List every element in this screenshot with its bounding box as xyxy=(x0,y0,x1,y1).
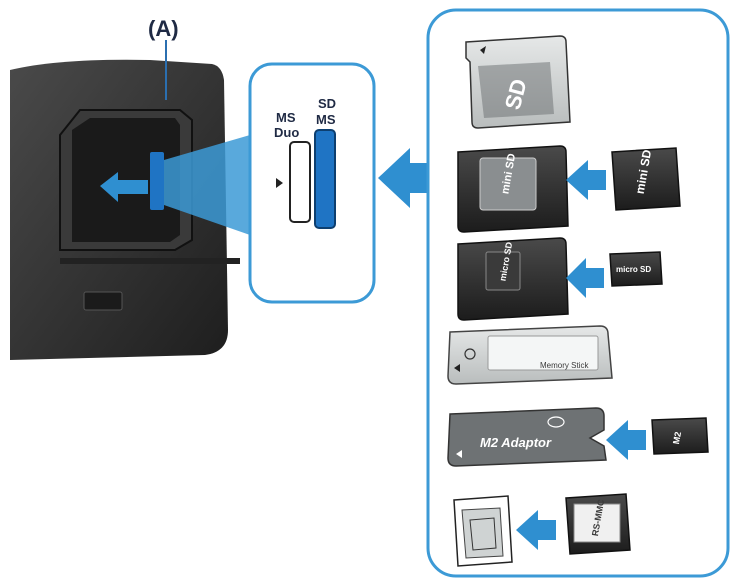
slot-label-sd: SD xyxy=(318,96,336,111)
rs-mmc-card: RS-MMC xyxy=(565,493,631,555)
printer-port xyxy=(83,291,123,311)
minisd-adapter-card: mini SD xyxy=(457,145,569,233)
rs-mmc-arrow-icon xyxy=(516,510,556,550)
m2-adaptor-label: M2 Adaptor xyxy=(480,435,552,450)
slot-zoom-panel: MS Duo SD MS xyxy=(248,62,376,304)
ms-logo-icon xyxy=(464,348,476,360)
slot-label-duo: Duo xyxy=(274,125,299,140)
printer-seam xyxy=(60,258,240,264)
m2-card: M2 xyxy=(651,417,709,455)
ms-direction-mark-icon xyxy=(454,364,460,372)
m2-small-label: M2 xyxy=(671,431,683,445)
slot-label-ms-right: MS xyxy=(316,112,336,127)
rs-mmc-adapter xyxy=(453,495,513,567)
memory-stick-label: Memory Stick xyxy=(540,361,589,370)
slot-zoom-frame xyxy=(248,62,376,304)
minisd-card: mini SD xyxy=(611,147,681,211)
m2-adaptor-logo-icon xyxy=(547,416,565,428)
sd-card: SD xyxy=(465,35,571,129)
printer-body: (A) xyxy=(10,16,240,360)
insert-arrow-icon xyxy=(100,172,148,202)
printer-slot-highlight xyxy=(150,152,164,210)
card-types-panel: SD mini SD mini SD micro SD micro SD xyxy=(426,8,730,578)
m2-arrow-icon xyxy=(606,420,646,460)
zoom-cone xyxy=(164,135,250,235)
minisd-arrow-icon xyxy=(566,160,606,200)
sd-corner-mark-icon xyxy=(480,46,486,54)
micro-sd-label: micro SD xyxy=(616,265,651,274)
callout-label-a: (A) xyxy=(148,16,179,41)
sd-ms-slot xyxy=(314,129,336,229)
m2-adaptor-card: M2 Adaptor xyxy=(447,407,607,467)
ms-duo-slot xyxy=(289,141,311,223)
slot-pointer-icon xyxy=(276,178,283,188)
insert-direction-arrow-icon xyxy=(378,148,430,208)
microsd-arrow-icon xyxy=(566,258,604,298)
memory-stick-card: Memory Stick xyxy=(447,325,613,385)
slot-label-ms-left: MS xyxy=(276,110,296,125)
microsd-card: micro SD xyxy=(609,251,663,287)
m2-direction-mark-icon xyxy=(456,450,462,458)
microsd-adapter-card: micro SD xyxy=(457,237,569,321)
